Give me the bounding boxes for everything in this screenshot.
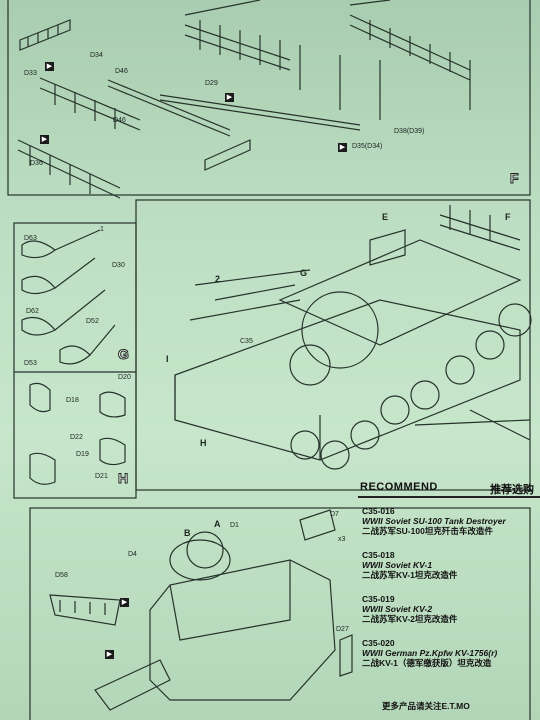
product-name-en: WWII Soviet KV-1	[362, 560, 433, 570]
arrow-icon: ▶	[120, 598, 129, 607]
part-label: D30	[112, 262, 125, 269]
part-label: D35(D34)	[352, 143, 383, 150]
part-label: 2	[215, 274, 221, 284]
part-label: D18	[66, 397, 79, 404]
arrow-icon: ▶	[105, 650, 114, 659]
recommend-title-cn: 推荐选购	[490, 484, 534, 496]
part-label: D7	[330, 511, 339, 518]
product-code: C35-018	[362, 550, 395, 560]
part-label: D33	[24, 70, 37, 77]
product-name-zh: 二战苏军SU-100坦克歼击车改造件	[362, 526, 493, 536]
product-item: C35-020 WWII German Pz.Kpfw KV-1756(r) 二…	[362, 638, 497, 668]
part-label: D46	[115, 68, 128, 75]
part-label: C35	[240, 338, 253, 345]
part-label: D22	[70, 434, 83, 441]
step-marker-g: G	[118, 346, 130, 363]
product-item: C35-019 WWII Soviet KV-2 二战苏军KV-2坦克改造件	[362, 594, 457, 624]
product-name-zh: 二战KV-1（德军缴获版）坦克改造	[362, 658, 492, 668]
part-label: D27	[336, 626, 349, 633]
recommend-box: RECOMMEND 推荐选购 C35-016 WWII Soviet SU-10…	[358, 478, 540, 720]
arrow-icon: ▶	[338, 143, 347, 152]
part-label: D58	[55, 572, 68, 579]
part-label: G	[300, 268, 308, 278]
part-label: D20	[118, 374, 131, 381]
part-label: D19	[76, 451, 89, 458]
part-label: D38(D39)	[394, 128, 425, 135]
part-label: D52	[86, 318, 99, 325]
part-label: D4	[128, 551, 137, 558]
product-name-en: WWII Soviet SU-100 Tank Destroyer	[362, 516, 506, 526]
product-code: C35-016	[362, 506, 395, 516]
product-name-en: WWII Soviet KV-2	[362, 604, 433, 614]
part-label: B	[184, 528, 191, 538]
part-label: D53	[24, 360, 37, 367]
part-label: D46	[113, 117, 126, 124]
part-label: E	[382, 212, 389, 222]
part-label: 1	[100, 226, 104, 233]
part-label: A	[214, 519, 221, 529]
product-name-zh: 二战苏军KV-2坦克改造件	[362, 614, 458, 624]
part-label: F	[505, 212, 511, 222]
product-item: C35-018 WWII Soviet KV-1 二战苏军KV-1坦克改造件	[362, 550, 457, 580]
part-label: H	[200, 438, 207, 448]
part-label: D29	[205, 80, 218, 87]
product-item: C35-016 WWII Soviet SU-100 Tank Destroye…	[362, 506, 506, 536]
step-marker-h: H	[117, 470, 129, 487]
divider	[358, 496, 540, 498]
product-code: C35-019	[362, 594, 395, 604]
part-label: D34	[90, 52, 103, 59]
arrow-icon: ▶	[225, 93, 234, 102]
part-label: D21	[95, 473, 108, 480]
recommend-title: RECOMMEND	[360, 481, 438, 493]
product-code: C35-020	[362, 638, 395, 648]
product-name-zh: 二战苏军KV-1坦克改造件	[362, 570, 458, 580]
step-marker-f: F	[510, 170, 520, 187]
part-label: x3	[338, 536, 346, 543]
part-label: D63	[24, 235, 37, 242]
part-label: D62	[26, 308, 39, 315]
part-label: D1	[230, 522, 239, 529]
part-label: D36	[30, 160, 43, 167]
arrow-icon: ▶	[40, 135, 49, 144]
arrow-icon: ▶	[45, 62, 54, 71]
recommend-footer: 更多产品请关注E.T.MO	[382, 701, 470, 711]
part-label: I	[166, 354, 169, 364]
product-name-en: WWII German Pz.Kpfw KV-1756(r)	[362, 648, 498, 658]
